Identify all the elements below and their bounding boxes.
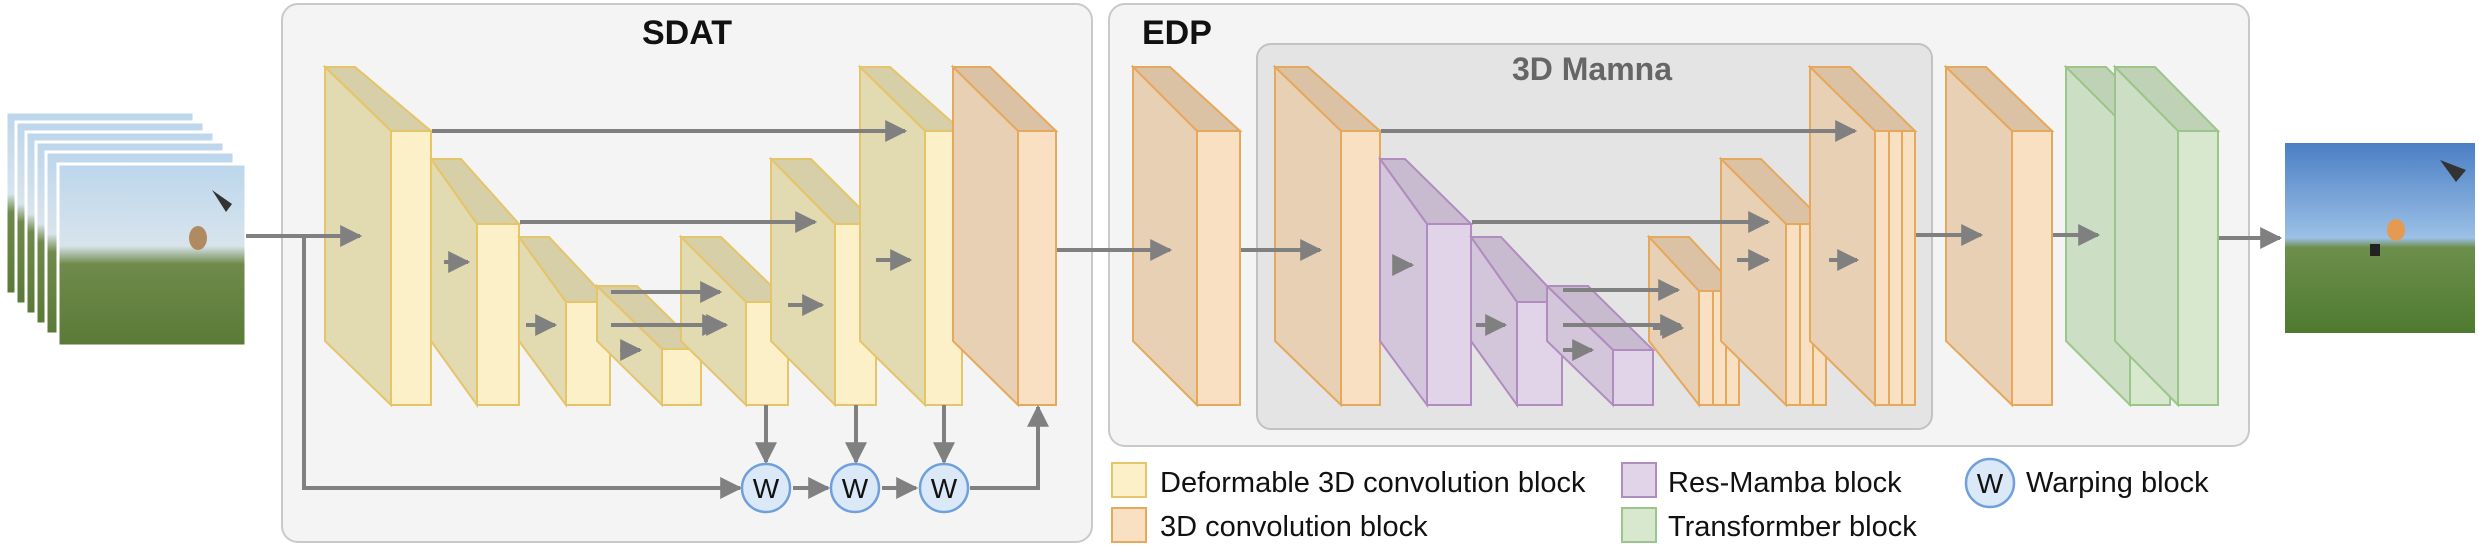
mamba-block-up3 — [1807, 64, 1918, 408]
edp-block-conv1 — [1130, 64, 1243, 408]
warping-node-1: W — [740, 462, 792, 514]
transformer-block-2 — [2112, 64, 2221, 408]
legend-warping-symbol: W — [1977, 468, 2004, 499]
legend-label-deformable: Deformable 3D convolution block — [1160, 467, 1586, 499]
sdat-block-conv3d — [950, 64, 1059, 408]
input-frames — [4, 110, 248, 348]
legend-swatch-res-mamba — [1621, 462, 1657, 498]
mamba-block-conv — [1272, 64, 1383, 408]
legend-label-conv3d: 3D convolution block — [1160, 511, 1428, 543]
legend-swatch-conv3d — [1111, 507, 1147, 543]
output-frame — [2285, 143, 2475, 333]
legend: Deformable 3D convolution block 3D convo… — [1111, 457, 2209, 543]
svg-text:W: W — [931, 473, 958, 504]
warping-node-3: W — [918, 462, 970, 514]
legend-label-warping: Warping block — [2026, 467, 2209, 499]
sdat-block-dec1 — [857, 64, 965, 408]
legend-label-res-mamba: Res-Mamba block — [1668, 467, 1902, 499]
warping-node-2: W — [829, 462, 881, 514]
svg-text:W: W — [753, 473, 780, 504]
mamba-title: 3D Mamna — [1512, 51, 1672, 87]
legend-label-transformer: Transformber block — [1668, 511, 1917, 543]
sdat-title: SDAT — [642, 14, 732, 52]
legend-swatch-deformable — [1111, 462, 1147, 498]
legend-swatch-transformer — [1621, 507, 1657, 543]
arrows — [246, 120, 2283, 499]
legend-swatch-warping — [1964, 457, 2016, 509]
sdat-block-enc2 — [429, 155, 522, 409]
mamba-block-res1 — [1378, 155, 1474, 409]
edp-title: EDP — [1142, 14, 1212, 52]
svg-text:W: W — [842, 473, 869, 504]
